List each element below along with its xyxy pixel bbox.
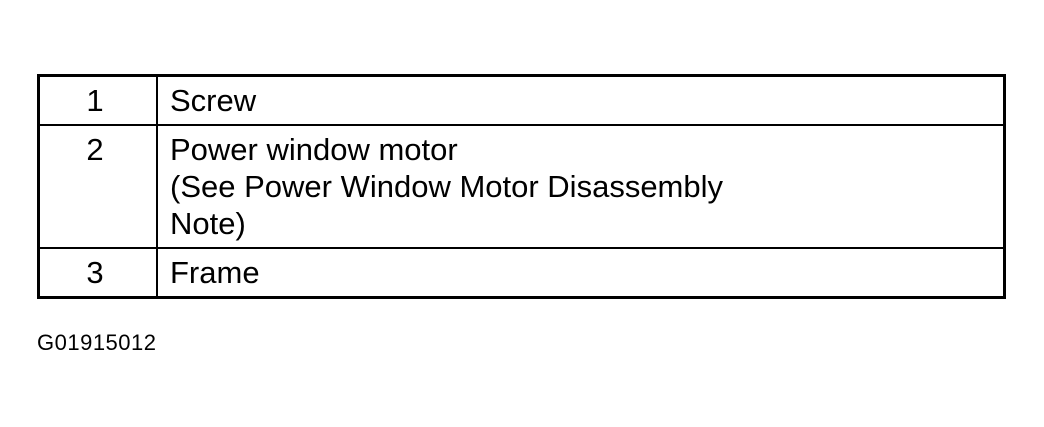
description-line: (See Power Window Motor Disassembly bbox=[170, 169, 724, 204]
part-description: Screw bbox=[156, 74, 1006, 126]
part-number: 3 bbox=[37, 247, 158, 299]
table-row: 3 Frame bbox=[37, 247, 1006, 299]
table-row: 2 Power window motor (See Power Window M… bbox=[37, 124, 1006, 249]
table-row: 1 Screw bbox=[37, 74, 1006, 126]
part-description: Power window motor (See Power Window Mot… bbox=[156, 124, 1006, 249]
description-line: Note) bbox=[170, 206, 246, 241]
parts-legend-table: 1 Screw 2 Power window motor (See Power … bbox=[37, 74, 1006, 299]
description-line: Power window motor bbox=[170, 132, 458, 167]
part-number: 2 bbox=[37, 124, 158, 249]
description-line: Screw bbox=[170, 83, 257, 118]
part-description: Frame bbox=[156, 247, 1006, 299]
description-line: Frame bbox=[170, 255, 260, 290]
part-number: 1 bbox=[37, 74, 158, 126]
figure-id: G01915012 bbox=[37, 330, 157, 355]
